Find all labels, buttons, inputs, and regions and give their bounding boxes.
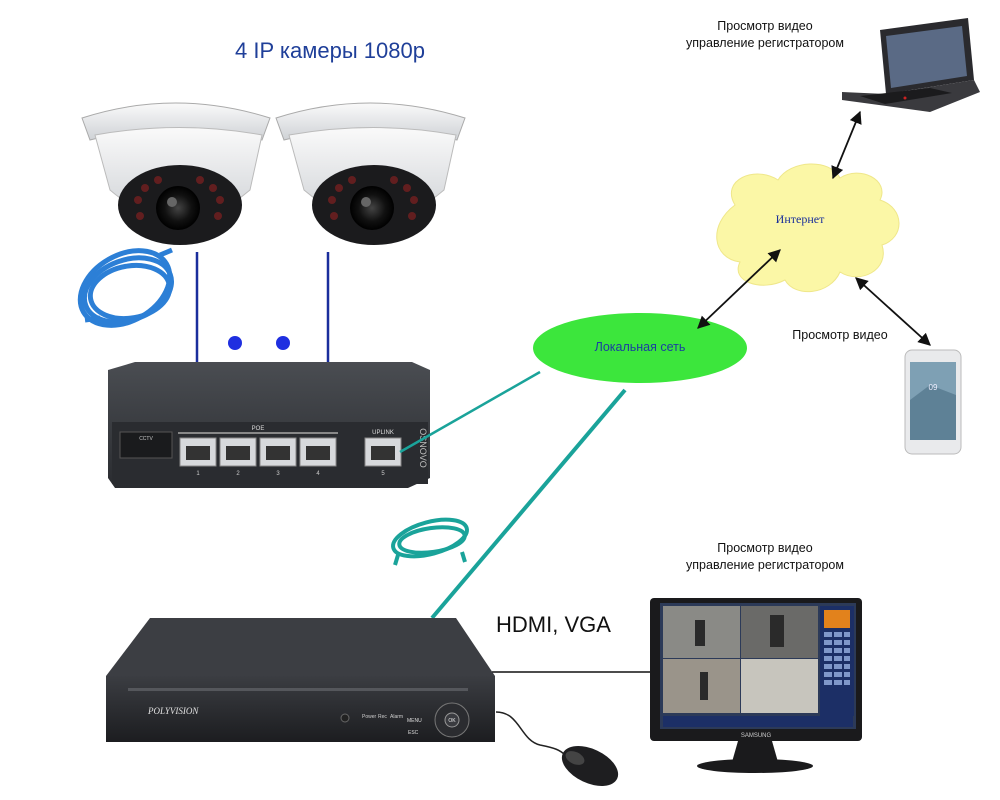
switch-brand: OSNOVO: [418, 428, 428, 468]
blue-cable-coil: [77, 247, 175, 328]
more-cameras-dot-2: [276, 336, 290, 350]
nvr-esc-label: ESC: [408, 730, 419, 736]
monitor-brand: SAMSUNG: [741, 733, 772, 739]
switch-port-1: 1: [196, 471, 200, 477]
switch-port-2: 2: [236, 471, 240, 477]
laptop: [842, 18, 980, 112]
local-network-label: Локальная сеть: [594, 340, 686, 354]
laptop-caption-line2: управление регистратором: [686, 36, 844, 50]
local-network-ellipse: [533, 313, 747, 383]
arrow-internet-local: [697, 249, 781, 329]
poe-switch: CCTV POE UPLINK 1 2 3 4 5: [108, 362, 430, 488]
nvr-menu-label: MENU: [407, 718, 422, 724]
dome-camera-2: [275, 102, 466, 245]
hdmi-vga-label: HDMI, VGA: [496, 612, 611, 637]
phone-caption: Просмотр видео: [792, 328, 888, 342]
laptop-caption: Просмотр видео управление регистратором: [650, 18, 880, 52]
monitor-caption-line2: управление регистратором: [686, 558, 844, 572]
smartphone: 09: [904, 349, 962, 455]
internet-cloud: [716, 163, 900, 293]
switch-port-5: 5: [381, 471, 385, 477]
arrow-internet-phone: [855, 277, 931, 346]
samsung-monitor: SAMSUNG: [650, 598, 862, 773]
dome-camera-1: [81, 102, 271, 245]
svg-text:Alarm: Alarm: [390, 714, 403, 720]
switch-uplink-label: UPLINK: [372, 430, 394, 436]
green-cable-coil: [391, 517, 469, 566]
more-cameras-dot-1: [228, 336, 242, 350]
svg-text:Power: Power: [362, 714, 377, 720]
diagram-title: 4 IP камеры 1080p: [235, 38, 425, 63]
nvr-network-cable: [430, 388, 627, 620]
mouse: [495, 711, 619, 786]
uplink-cable: [399, 370, 541, 454]
svg-text:Rec: Rec: [378, 714, 387, 720]
switch-port-3: 3: [276, 471, 280, 477]
svg-text:CCTV: CCTV: [139, 436, 153, 442]
svg-text:09: 09: [929, 383, 938, 392]
nvr-brand: POLYVISION: [147, 706, 199, 716]
laptop-caption-line1: Просмотр видео: [717, 19, 813, 33]
monitor-caption-line1: Просмотр видео: [717, 541, 813, 555]
switch-port-4: 4: [316, 471, 320, 477]
arrow-laptop-internet: [831, 110, 862, 180]
internet-label: Интернет: [775, 212, 825, 226]
nvr-ok-label: OK: [448, 718, 456, 724]
monitor-caption: Просмотр видео управление регистратором: [650, 540, 880, 574]
switch-poe-label: POE: [252, 426, 265, 432]
